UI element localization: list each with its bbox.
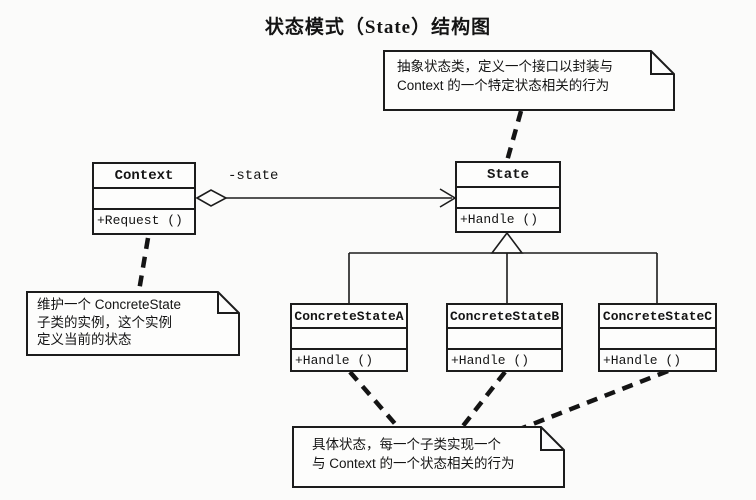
note-state-line1: 抽象状态类，定义一个接口以封装与 — [397, 59, 613, 74]
note-concrete-line2: 与 Context 的一个状态相关的行为 — [312, 455, 515, 471]
note-context-line3: 定义当前的状态 — [37, 332, 132, 348]
class-concrete-state-a-name: ConcreteStateA — [292, 305, 406, 329]
generalization-triangle-icon — [490, 231, 524, 254]
page-title: 状态模式（State）结构图 — [264, 17, 492, 38]
class-context: Context +Request () — [92, 162, 196, 235]
class-concrete-state-a-attributes — [292, 329, 406, 350]
class-concrete-state-b-name: ConcreteStateB — [448, 305, 561, 329]
class-context-name: Context — [94, 164, 194, 189]
class-concrete-state-b: ConcreteStateB +Handle () — [446, 303, 563, 372]
note-shape — [292, 426, 565, 488]
class-concrete-state-b-operation: +Handle () — [451, 353, 530, 368]
note-shape — [26, 291, 240, 356]
class-concrete-state-c-name: ConcreteStateC — [600, 305, 715, 329]
note-fold-icon — [540, 427, 564, 451]
note-context-line2: 子类的实例，这个实例 — [37, 314, 172, 330]
aggregation-diamond-icon — [195, 189, 228, 207]
note-shape — [383, 50, 675, 111]
class-state-name: State — [457, 163, 559, 188]
aggregation-label: -state — [228, 168, 279, 184]
note-context: 维护一个 ConcreteState 子类的实例，这个实例 定义当前的状态 — [26, 291, 240, 356]
note-concrete: 具体状态，每一个子类实现一个 与 Context 的一个状态相关的行为 — [292, 426, 565, 488]
class-context-operation: +Request () — [97, 213, 183, 228]
note-fold-icon — [650, 51, 674, 75]
aggregation-link — [195, 188, 457, 208]
class-concrete-state-c: ConcreteStateC +Handle () — [598, 303, 717, 372]
class-concrete-state-c-attributes — [600, 329, 715, 350]
note-state-line2: Context 的一个特定状态相关的行为 — [397, 77, 610, 93]
class-state-operation: +Handle () — [460, 212, 539, 227]
class-concrete-state-a-operation: +Handle () — [295, 353, 374, 368]
class-concrete-state-c-operation: +Handle () — [603, 353, 682, 368]
generalization-links — [348, 231, 658, 303]
note-concrete-line1: 具体状态，每一个子类实现一个 — [312, 437, 501, 452]
class-state-attributes — [457, 188, 559, 209]
note-anchor-lines — [136, 110, 669, 432]
class-context-attributes — [94, 189, 194, 210]
note-state: 抽象状态类，定义一个接口以封装与 Context 的一个特定状态相关的行为 — [383, 50, 675, 111]
note-fold-icon — [217, 292, 239, 314]
class-concrete-state-a: ConcreteStateA +Handle () — [290, 303, 408, 372]
note-context-line1: 维护一个 ConcreteState — [37, 297, 182, 312]
class-concrete-state-b-attributes — [448, 329, 561, 350]
class-state: State +Handle () — [455, 161, 561, 233]
